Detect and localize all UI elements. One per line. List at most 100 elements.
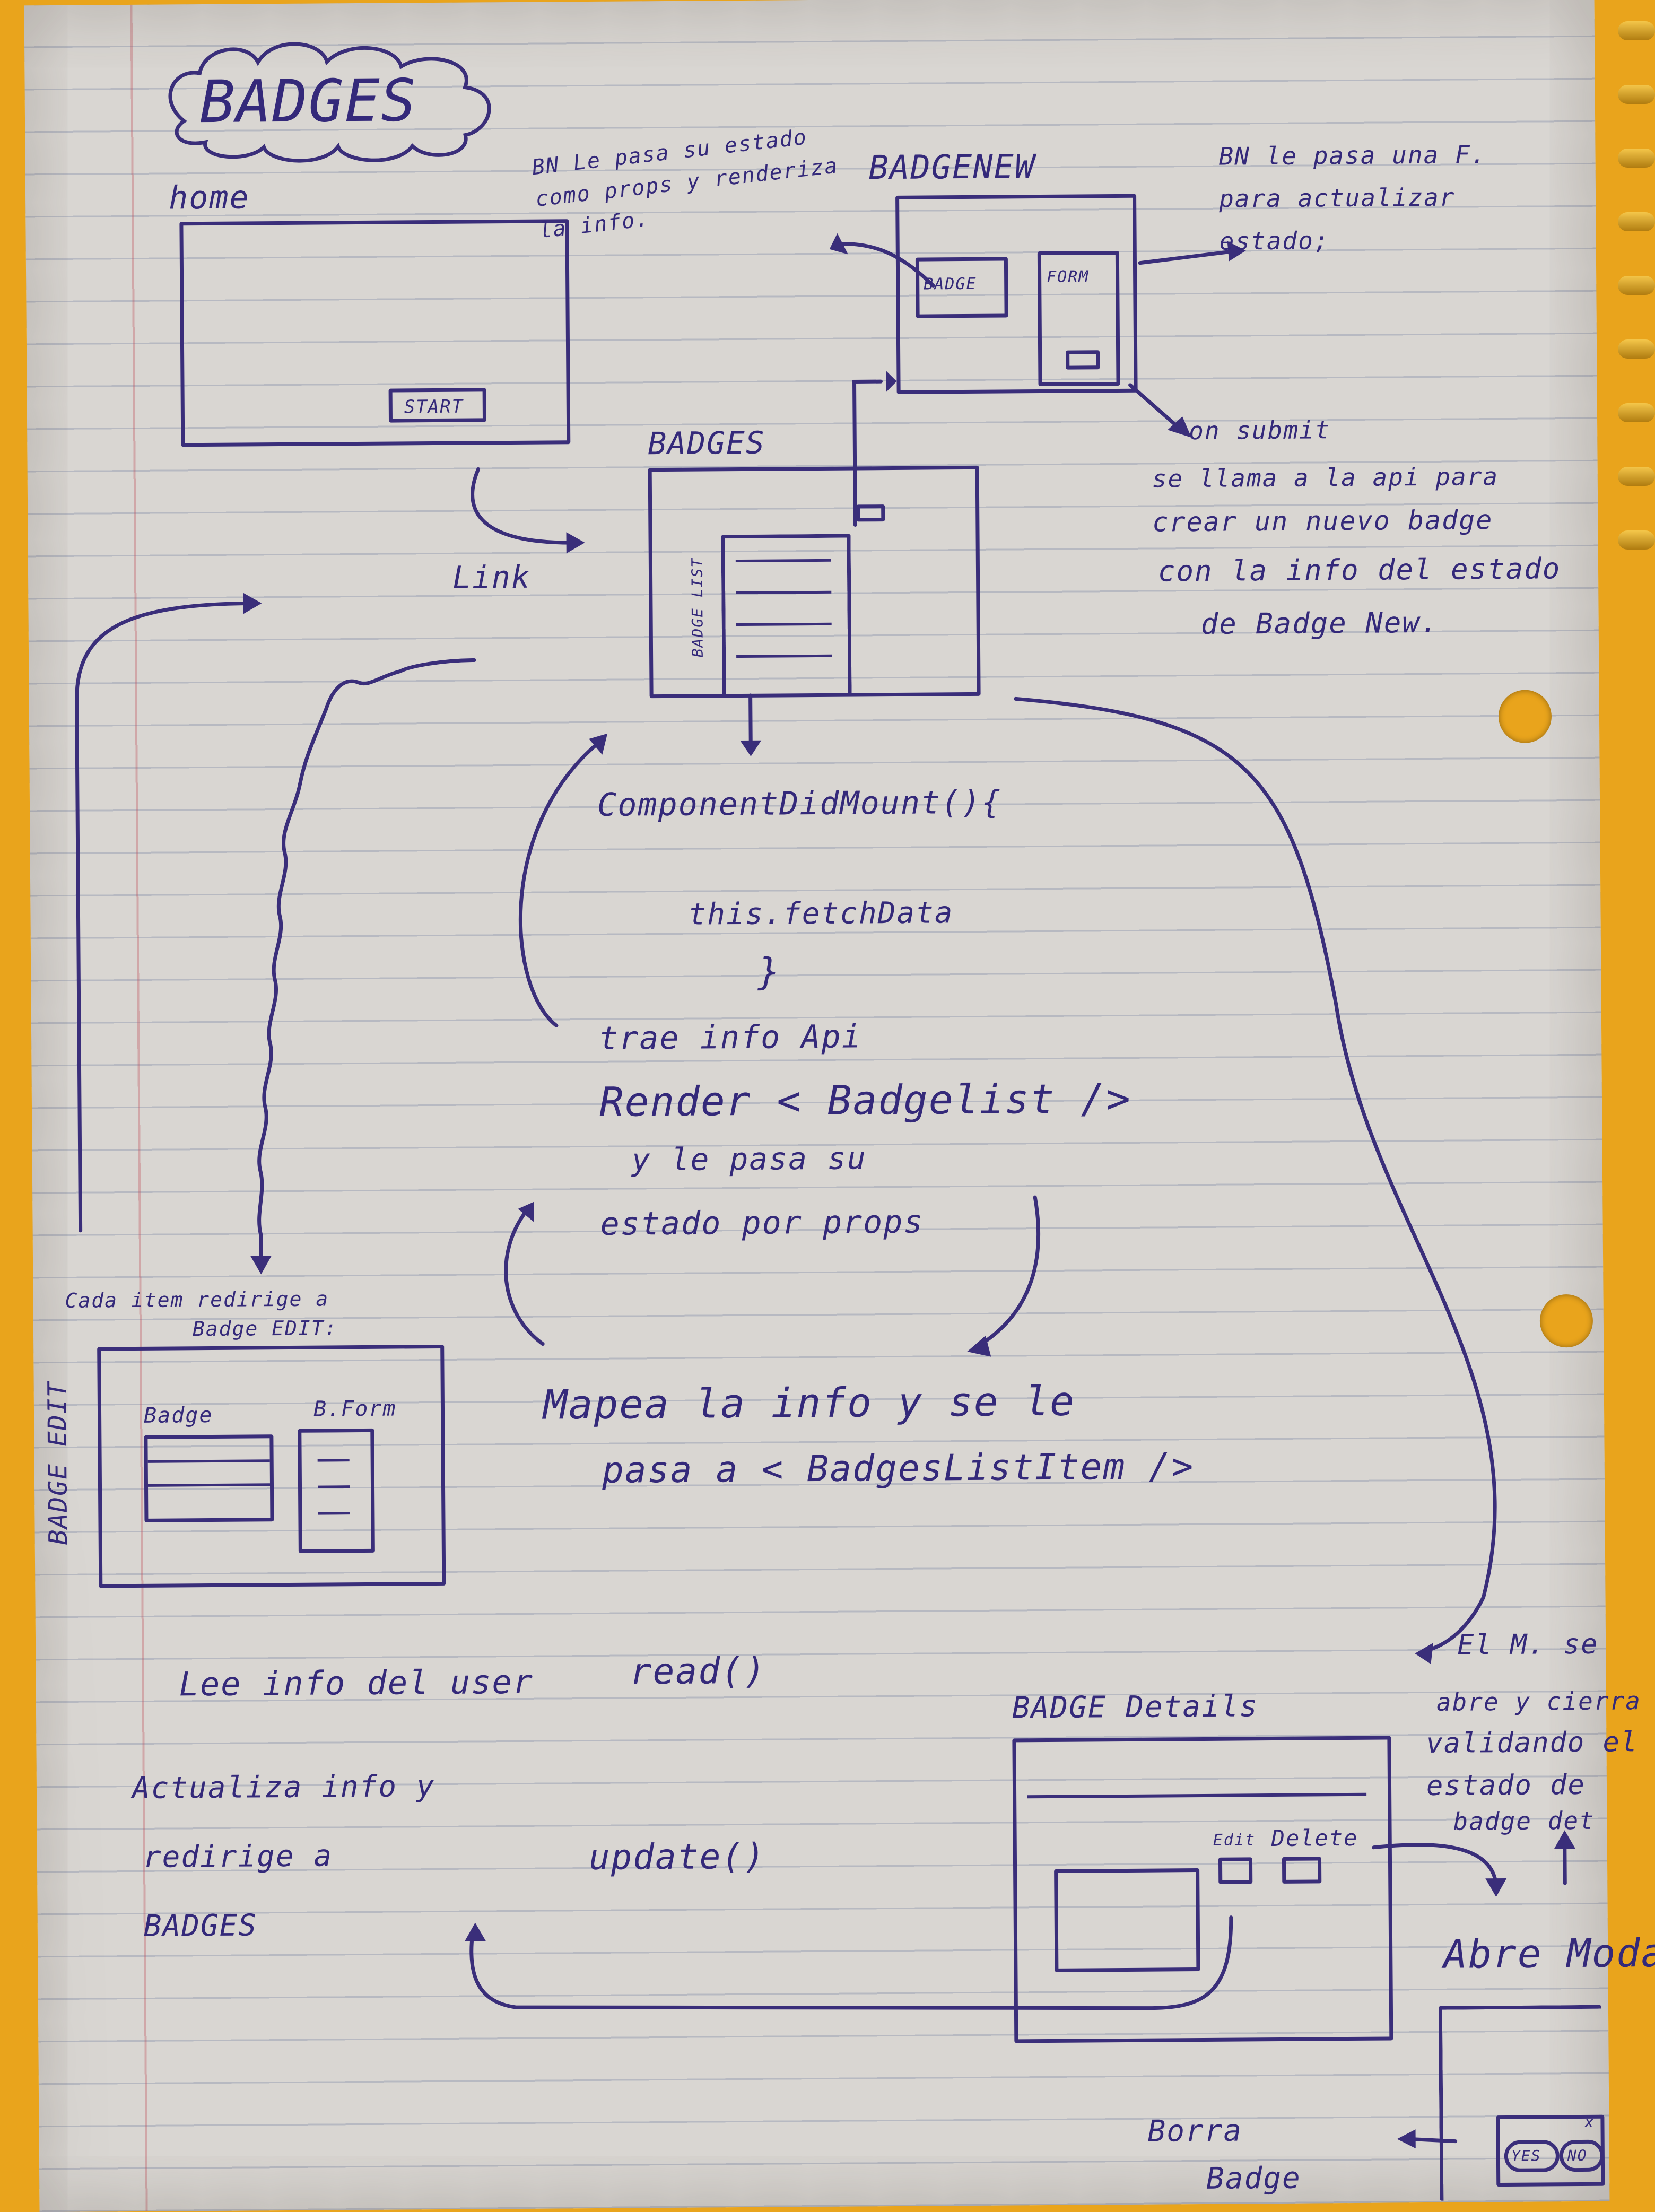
badges-screen: BADGE LIST bbox=[648, 465, 981, 699]
title-cloud bbox=[168, 42, 491, 163]
badge-new-badge-label: BADGE bbox=[924, 274, 977, 294]
new-state-arrow bbox=[841, 242, 935, 288]
modal-note-line: abre y cierra bbox=[1436, 1686, 1642, 1717]
map-text: Mapea la info y se le bbox=[543, 1377, 1076, 1429]
badges-page-title: BADGES bbox=[648, 424, 766, 462]
badge-edit-form bbox=[298, 1428, 375, 1553]
update-fn: update() bbox=[588, 1835, 766, 1878]
modal-close-icon[interactable]: x bbox=[1584, 2113, 1595, 2131]
open-modal-label: Abre Modal bbox=[1443, 1930, 1655, 1978]
badge-edit-screen: Badge B.Form bbox=[97, 1344, 446, 1588]
details-divider bbox=[1027, 1792, 1367, 1799]
modal-no-button[interactable]: NO bbox=[1559, 2139, 1605, 2172]
badge-list-label: BADGE LIST bbox=[688, 557, 707, 658]
close-brace: } bbox=[757, 950, 781, 994]
badge-details-title: BADGE Details bbox=[1012, 1689, 1259, 1726]
modal-note-line: validando el bbox=[1426, 1726, 1639, 1760]
page-title: BADGES bbox=[199, 66, 417, 136]
badge-edit-form-line bbox=[318, 1512, 350, 1515]
spiral-wire bbox=[1618, 467, 1655, 486]
details-delete-label: Delete bbox=[1271, 1824, 1358, 1852]
notebook-page: BADGES home START Link BN Le pasa su est… bbox=[24, 0, 1655, 2212]
spiral-wire bbox=[1618, 339, 1655, 359]
updates-note: redirige a bbox=[143, 1839, 333, 1875]
modal-screen: YES NO x bbox=[1438, 2005, 1605, 2201]
lifecycle-step: y le pasa su bbox=[631, 1140, 867, 1178]
badge-edit-badge-label: Badge bbox=[143, 1403, 213, 1428]
squiggle-arrow bbox=[257, 658, 476, 1263]
modal-dialog: YES NO x bbox=[1496, 2113, 1605, 2187]
modal-yes-button[interactable]: YES bbox=[1504, 2140, 1560, 2173]
badge-new-form-label: FORM bbox=[1047, 267, 1090, 286]
spiral-wire bbox=[1618, 149, 1655, 168]
edit-to-home-arrow bbox=[75, 601, 253, 1233]
details-edit-button[interactable] bbox=[1218, 1857, 1253, 1884]
map-text: pasa a < BadgesListItem /> bbox=[602, 1445, 1195, 1492]
delete-badge-note: Borra bbox=[1147, 2113, 1243, 2149]
modal-yes-label: YES bbox=[1511, 2147, 1541, 2165]
spiral-wire bbox=[1618, 212, 1655, 231]
map-return-arrow bbox=[504, 1209, 545, 1346]
badge-list-row[interactable] bbox=[736, 654, 832, 658]
submit-arrow bbox=[1128, 383, 1180, 429]
lifecycle-step: estado por props bbox=[600, 1203, 924, 1243]
badge-list-row[interactable] bbox=[735, 559, 831, 563]
open-modal-arrow bbox=[1372, 1843, 1498, 1886]
lifecycle-step: trae info Api bbox=[598, 1018, 862, 1057]
badge-edit-form-line bbox=[318, 1485, 350, 1488]
submit-note-line: on submit bbox=[1188, 415, 1331, 446]
spiral-wire bbox=[1618, 21, 1655, 40]
badge-details-screen: Edit Delete bbox=[1012, 1736, 1393, 2043]
badges-to-new-arrow bbox=[852, 379, 883, 527]
badge-edit-badge bbox=[144, 1434, 274, 1522]
updates-note: BADGES bbox=[143, 1908, 258, 1944]
spiral-wire bbox=[1618, 403, 1655, 422]
modal-note-line: estado de bbox=[1426, 1769, 1586, 1802]
spiral-wire bbox=[1618, 530, 1655, 550]
modal-no-label: NO bbox=[1567, 2146, 1588, 2165]
badge-list-row[interactable] bbox=[736, 590, 832, 595]
modal-note-line: badge det bbox=[1453, 1806, 1595, 1836]
render-return-arrow bbox=[518, 742, 599, 1027]
lifecycle-step: Render < Badgelist /> bbox=[599, 1074, 1132, 1126]
spiral-wire bbox=[1618, 276, 1655, 295]
badge-edit-form-label: B.Form bbox=[313, 1396, 397, 1422]
fetch-text: this.fetchData bbox=[688, 895, 954, 932]
details-delete-button[interactable] bbox=[1282, 1857, 1322, 1884]
update-return-arrow bbox=[469, 1915, 1233, 2010]
badge-new-badge: BADGE bbox=[915, 257, 1008, 318]
reads-note: Lee info del user bbox=[179, 1662, 534, 1704]
submit-note-line: se llama a la api para bbox=[1152, 462, 1499, 493]
details-badge bbox=[1054, 1868, 1200, 1972]
modal-note-line: El M. se bbox=[1457, 1628, 1599, 1661]
map-arrow bbox=[975, 1195, 1041, 1348]
link-label: Link bbox=[452, 559, 531, 596]
badge-edit-badge-line bbox=[147, 1483, 271, 1487]
edit-redirect-note: Cada item redirige a bbox=[65, 1287, 329, 1312]
details-arrow bbox=[1014, 696, 1497, 1653]
updates-note: Actualiza info y bbox=[132, 1769, 435, 1806]
badge-edit-badge-line bbox=[147, 1459, 270, 1463]
submit-note-line: con la info del estado bbox=[1157, 552, 1561, 588]
badge-new-screen: BADGE FORM bbox=[895, 194, 1138, 394]
read-fn: read() bbox=[630, 1650, 767, 1693]
spiral-wire bbox=[1618, 85, 1655, 104]
ink-connectors bbox=[75, 42, 1575, 2149]
start-button-label: START bbox=[404, 396, 464, 418]
badge-edit-form-line bbox=[317, 1459, 350, 1462]
submit-note-line: crear un nuevo badge bbox=[1152, 504, 1493, 538]
update-fn-note: BN le pasa una F. para actualizar estado… bbox=[1218, 140, 1487, 256]
form-submit-button[interactable] bbox=[1066, 350, 1100, 370]
badge-new-form: FORM bbox=[1037, 250, 1120, 387]
link-arrow bbox=[471, 467, 577, 545]
badge-list bbox=[721, 534, 852, 698]
badge-list-row[interactable] bbox=[736, 622, 832, 626]
details-edit-label: Edit bbox=[1213, 1831, 1256, 1850]
delete-badge-note: Badge bbox=[1206, 2161, 1301, 2196]
home-label: home bbox=[168, 179, 250, 217]
badge-edit-label: BADGE EDIT bbox=[42, 1381, 74, 1545]
update-fn-arrow bbox=[1138, 250, 1232, 265]
new-badge-button[interactable] bbox=[856, 504, 885, 522]
start-button[interactable]: START bbox=[388, 388, 487, 423]
badge-new-title: BADGENEW bbox=[868, 147, 1036, 187]
